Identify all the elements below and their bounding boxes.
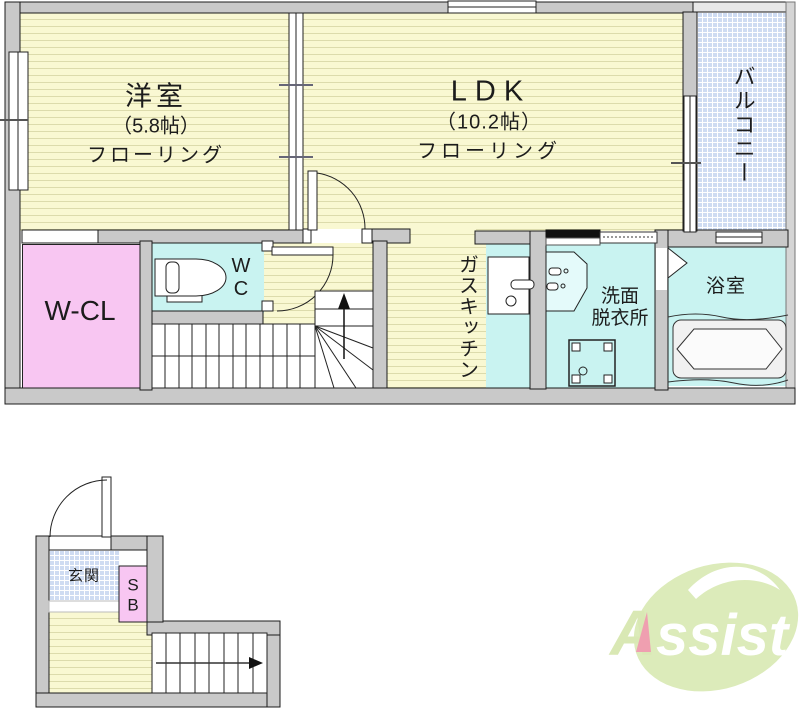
label-yoshitsu-size: （5.8帖） xyxy=(112,115,200,138)
room-genkan-hall xyxy=(49,612,152,693)
stairs-right-arrow-icon xyxy=(156,657,263,669)
room-kitchen-counter-strip xyxy=(486,243,531,389)
logo-pink-accent xyxy=(636,612,651,652)
room-balcony xyxy=(697,12,787,233)
window-bath-top xyxy=(715,231,763,244)
label-wcl: W-CL xyxy=(44,294,116,326)
room-kitchen-floor xyxy=(387,241,487,389)
label-yoshitsu: 洋室 xyxy=(125,81,187,112)
label-ldk: LDK xyxy=(450,75,532,108)
room-hallway xyxy=(263,241,375,327)
assist-logo: A ssist xyxy=(608,562,799,692)
label-kitchen: ガスキッチン xyxy=(455,254,478,380)
label-ldk-size: （10.2帖） xyxy=(436,111,542,134)
label-ldk-floor: フローリング xyxy=(417,140,561,163)
stairs-lower xyxy=(151,632,268,694)
window-top xyxy=(447,0,537,14)
entrance-door xyxy=(49,476,112,538)
room-bath xyxy=(667,245,787,386)
label-bath: 浴室 xyxy=(705,276,747,298)
label-genkan: 玄関 xyxy=(67,567,101,585)
room-yoshitsu xyxy=(20,13,290,231)
genkan-step xyxy=(48,600,121,613)
label-balcony: バルコニー xyxy=(730,65,756,185)
logo-letters-rest: ssist xyxy=(656,603,791,668)
room-ldk xyxy=(302,13,684,231)
label-yoshitsu-floor: フローリング xyxy=(87,144,225,167)
label-sb: S B xyxy=(127,575,139,614)
logo-letter-a: A xyxy=(608,597,656,669)
room-genkan xyxy=(49,550,120,601)
label-wc: W C xyxy=(231,255,251,300)
label-senmen: 洗面 脱衣所 xyxy=(591,286,649,329)
